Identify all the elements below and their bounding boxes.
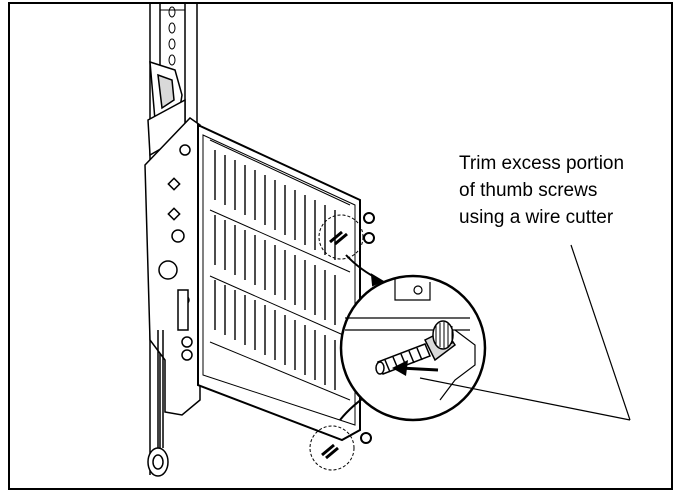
callout-line-1: Trim excess portion — [459, 153, 625, 174]
callout-line-3: using a wire cutter — [459, 207, 614, 228]
rail-latch — [147, 60, 186, 157]
callout-text: Trim excess portion of thumb screws usin… — [459, 150, 674, 231]
thumb-screw-bottom — [309, 425, 372, 471]
vented-panel — [197, 123, 361, 442]
mounting-bracket — [144, 117, 201, 416]
callout-line-2: of thumb screws — [459, 180, 598, 201]
thumb-screw-zoomed — [375, 320, 457, 375]
callout-leader — [419, 244, 631, 421]
lanyard — [147, 330, 169, 477]
diagram-border — [8, 2, 673, 490]
thumb-screw-top — [318, 212, 375, 260]
zoom-detail — [339, 274, 487, 422]
